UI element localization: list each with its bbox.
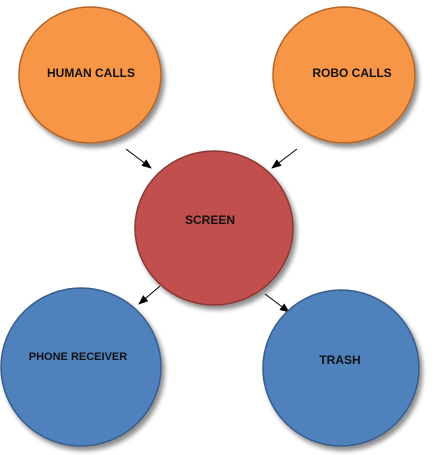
node-human-calls: HUMAN CALLS (18, 6, 162, 144)
trash-label: TRASH (319, 353, 360, 367)
human-calls-label: HUMAN CALLS (47, 66, 135, 80)
trash-circle (262, 289, 420, 447)
phone-receiver-label: PHONE RECEIVER (29, 351, 127, 363)
robo-calls-label: ROBO CALLS (312, 66, 391, 80)
robo-calls-circle (272, 6, 416, 144)
human-calls-circle (18, 6, 162, 144)
arrow-human-calls-to-screen (125, 148, 152, 169)
node-screen: SCREEN (134, 150, 294, 306)
arrow-robo-calls-to-screen (271, 148, 298, 169)
arrow-screen-to-phone-receiver (138, 285, 161, 305)
node-robo-calls: ROBO CALLS (272, 6, 416, 144)
screen-circle (134, 150, 294, 306)
phone-receiver-circle (0, 287, 162, 447)
node-phone-receiver: PHONE RECEIVER (0, 287, 162, 447)
arrow-screen-to-trash (264, 293, 290, 313)
node-trash: TRASH (262, 289, 420, 447)
screen-label: SCREEN (185, 213, 235, 227)
